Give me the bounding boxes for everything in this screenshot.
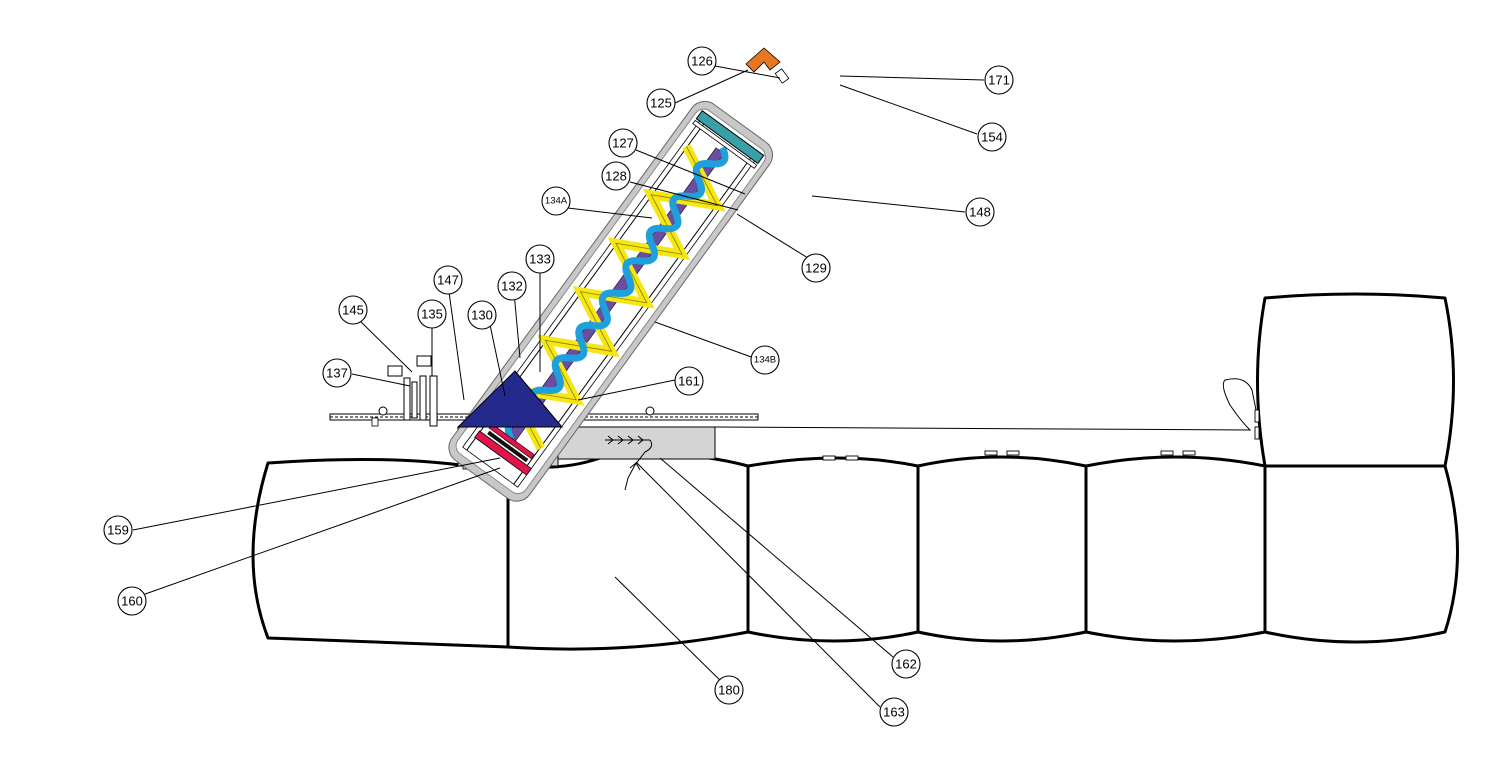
hopper-130 bbox=[456, 370, 564, 428]
svg-text:130: 130 bbox=[471, 308, 493, 323]
callouts: 126 125 171 154 127 128 134A 148 129 147… bbox=[103, 46, 1014, 727]
bag-5 bbox=[1084, 455, 1267, 643]
callout-130: 130 bbox=[467, 300, 497, 330]
seal-132 bbox=[474, 430, 532, 476]
svg-text:161: 161 bbox=[678, 374, 700, 389]
svg-text:148: 148 bbox=[969, 205, 991, 220]
flow-arrows bbox=[605, 435, 653, 491]
svg-text:160: 160 bbox=[121, 594, 143, 609]
bag-3 bbox=[746, 456, 920, 643]
callout-180: 180 bbox=[714, 675, 744, 705]
svg-text:162: 162 bbox=[895, 657, 917, 672]
svg-text:134B: 134B bbox=[754, 355, 776, 366]
callout-160: 160 bbox=[117, 586, 147, 616]
callout-137: 137 bbox=[322, 358, 352, 388]
callout-163: 163 bbox=[879, 697, 909, 727]
svg-text:154: 154 bbox=[981, 130, 1003, 145]
callout-162: 162 bbox=[891, 649, 921, 679]
callout-125: 125 bbox=[646, 88, 676, 118]
wire-coil-128 bbox=[504, 146, 729, 441]
bag-4 bbox=[916, 455, 1088, 643]
callout-134a: 134A bbox=[541, 186, 571, 216]
bag-1 bbox=[251, 457, 510, 649]
svg-text:126: 126 bbox=[691, 54, 713, 69]
callout-147: 147 bbox=[433, 265, 463, 295]
callout-145: 145 bbox=[338, 295, 368, 325]
callout-129: 129 bbox=[801, 253, 831, 283]
callout-154: 154 bbox=[977, 122, 1007, 152]
callout-134b: 134B bbox=[750, 345, 780, 375]
svg-text:137: 137 bbox=[326, 366, 348, 381]
callout-132: 132 bbox=[497, 271, 527, 301]
bag-top bbox=[1256, 292, 1455, 468]
tether-line bbox=[714, 378, 1257, 431]
callout-135: 135 bbox=[417, 299, 447, 329]
svg-text:134A: 134A bbox=[545, 196, 568, 207]
callout-126: 126 bbox=[687, 46, 717, 76]
svg-text:127: 127 bbox=[612, 136, 634, 151]
bag-row bbox=[251, 292, 1459, 651]
svg-text:180: 180 bbox=[718, 683, 740, 698]
svg-text:129: 129 bbox=[805, 261, 827, 276]
cap-171 bbox=[695, 109, 765, 165]
svg-text:125: 125 bbox=[650, 96, 672, 111]
callout-148: 148 bbox=[965, 197, 995, 227]
callout-128: 128 bbox=[601, 161, 631, 191]
svg-text:133: 133 bbox=[529, 252, 551, 267]
base-block-right bbox=[557, 426, 716, 460]
svg-text:163: 163 bbox=[883, 705, 905, 720]
callout-159: 159 bbox=[103, 515, 133, 545]
pin-assembly bbox=[387, 355, 438, 427]
callout-161: 161 bbox=[674, 366, 704, 396]
leader-lines bbox=[132, 65, 985, 708]
bracket-125 bbox=[745, 47, 781, 73]
callout-171: 171 bbox=[984, 65, 1014, 95]
svg-text:132: 132 bbox=[501, 279, 523, 294]
callout-127: 127 bbox=[608, 128, 638, 158]
svg-text:128: 128 bbox=[605, 169, 627, 184]
clip-126 bbox=[774, 68, 790, 84]
svg-text:135: 135 bbox=[421, 307, 443, 322]
svg-text:145: 145 bbox=[342, 303, 364, 318]
bag-2 bbox=[506, 452, 750, 651]
callout-133: 133 bbox=[525, 244, 555, 274]
svg-text:147: 147 bbox=[437, 273, 459, 288]
svg-text:159: 159 bbox=[107, 523, 129, 538]
bag-6 bbox=[1263, 464, 1459, 644]
svg-text:171: 171 bbox=[988, 73, 1010, 88]
